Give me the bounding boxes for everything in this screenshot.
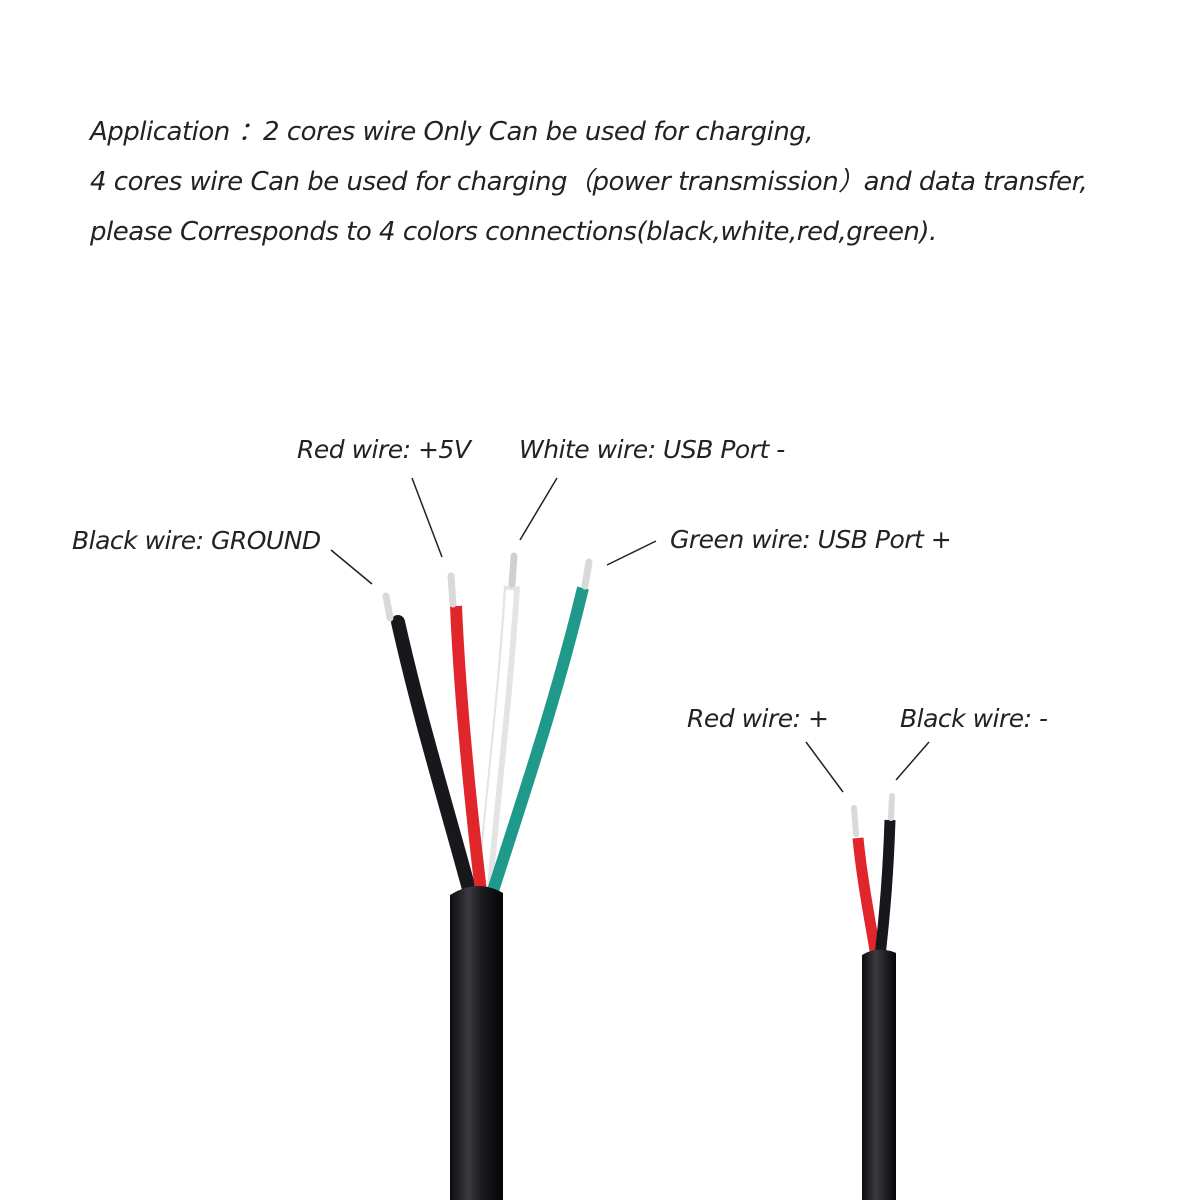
leader-lines <box>330 477 930 793</box>
black-wire-small <box>874 819 896 957</box>
label-white-wire: White wire: USB Port - <box>519 435 785 464</box>
label-black-wire: Black wire: GROUND <box>72 526 321 555</box>
white-wire-highlight <box>478 589 514 901</box>
red-wire-copper <box>447 572 457 608</box>
black-wire-copper <box>382 592 394 622</box>
label-red-wire-small: Red wire: + <box>687 704 829 733</box>
description-line-3: please Corresponds to 4 colors connectio… <box>90 217 937 247</box>
two-core-cable <box>851 793 896 1200</box>
leader-black-small <box>895 741 930 781</box>
green-wire <box>484 586 589 902</box>
leader-green <box>606 540 657 566</box>
red-wire-small-copper <box>851 805 859 837</box>
two-core-jacket <box>862 949 896 1200</box>
description-line-2: 4 cores wire Can be used for charging（po… <box>90 167 1088 197</box>
leader-red-small <box>805 741 844 793</box>
label-green-wire: Green wire: USB Port + <box>670 525 952 554</box>
white-wire-copper <box>508 552 518 588</box>
leader-red <box>411 477 443 558</box>
label-black-wire-small: Black wire: - <box>900 704 1048 733</box>
leader-white <box>519 477 558 541</box>
black-wire <box>391 615 479 907</box>
green-wire-copper <box>581 558 593 590</box>
black-wire-small-copper <box>888 793 895 821</box>
four-core-jacket <box>450 885 503 1200</box>
leader-black <box>330 549 373 585</box>
description-line-1: Application ：2 cores wire Only Can be us… <box>90 117 814 147</box>
red-wire-small <box>852 837 882 957</box>
four-core-cable <box>382 552 593 1200</box>
description-block: Application ：2 cores wire Only Can be us… <box>90 110 1170 260</box>
label-red-wire: Red wire: +5V <box>297 435 471 464</box>
red-wire <box>450 605 488 901</box>
